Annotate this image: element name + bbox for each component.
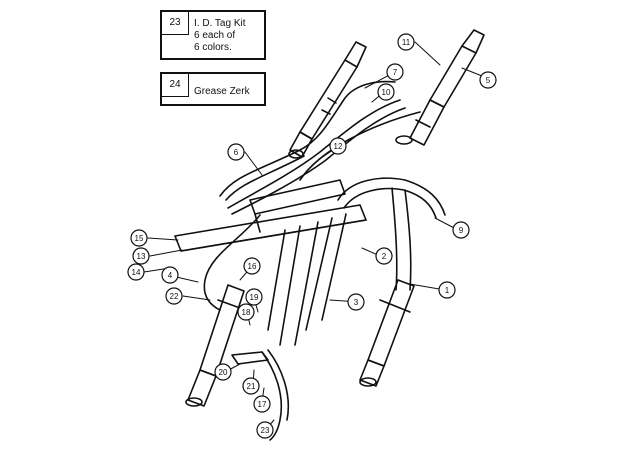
callout-circle — [127, 263, 145, 281]
callout-c1: 1 — [438, 281, 456, 299]
callout-label: 10 — [382, 88, 391, 97]
callout-c3: 3 — [347, 293, 365, 311]
callout-label: 19 — [250, 293, 259, 302]
callout-label: 16 — [248, 262, 257, 271]
callout-label: 4 — [168, 271, 173, 280]
lower-right-cylinder — [359, 279, 415, 387]
callout-c21: 21 — [242, 377, 260, 395]
callout-c2: 2 — [375, 247, 393, 265]
callout-label: 13 — [137, 252, 146, 261]
lower-left-cylinder — [185, 284, 245, 407]
callout-c13: 13 — [132, 247, 150, 265]
callout-circle — [329, 137, 347, 155]
callout-label: 12 — [334, 142, 343, 151]
callout-label: 5 — [486, 76, 491, 85]
callout-label: 1 — [445, 286, 450, 295]
callout-circle — [214, 363, 232, 381]
callout-label: 17 — [258, 400, 267, 409]
callout-label: 2 — [382, 252, 387, 261]
callout-circle — [452, 221, 470, 239]
callout-circle — [237, 303, 255, 321]
callout-c7: 7 — [386, 63, 404, 81]
callout-circle — [253, 395, 271, 413]
callout-label: 14 — [132, 268, 141, 277]
legend-number: 23 — [162, 12, 189, 35]
callout-label: 22 — [170, 292, 179, 301]
callout-circle — [375, 247, 393, 265]
callout-c9: 9 — [452, 221, 470, 239]
callout-circle — [227, 143, 245, 161]
callout-circle — [438, 281, 456, 299]
callout-circle — [397, 33, 415, 51]
callout-c14: 14 — [127, 263, 145, 281]
callout-c11a: 11 — [397, 33, 415, 51]
callout-c20: 20 — [214, 363, 232, 381]
legend-description: I. D. Tag Kit 6 each of 6 colors. — [194, 18, 246, 53]
callout-c6: 6 — [227, 143, 245, 161]
callout-label: 21 — [247, 382, 256, 391]
callout-circle — [347, 293, 365, 311]
callout-label: 6 — [234, 148, 239, 157]
callout-label: 18 — [242, 308, 251, 317]
loop-hose — [337, 177, 446, 291]
vertical-rods — [203, 213, 347, 346]
valve-bank — [174, 179, 367, 252]
callout-c16: 16 — [243, 257, 261, 275]
callout-label: 9 — [459, 226, 464, 235]
callout-c4: 4 — [161, 266, 179, 284]
callout-circle — [386, 63, 404, 81]
callout-circle — [132, 247, 150, 265]
callout-c18: 18 — [237, 303, 255, 321]
callout-circle — [161, 266, 179, 284]
callout-circle — [242, 377, 260, 395]
legend-number: 24 — [162, 74, 189, 97]
upper-hoses — [219, 80, 421, 215]
callout-c15: 15 — [130, 229, 148, 247]
callout-circle — [256, 421, 274, 439]
legend-description: Grease Zerk — [194, 86, 250, 97]
callout-label: 23 — [261, 426, 270, 435]
callout-circle — [377, 83, 395, 101]
upper-left-cylinder — [288, 41, 367, 159]
bracket-and-tube — [231, 349, 290, 441]
callout-circle — [479, 71, 497, 89]
callout-c10: 10 — [377, 83, 395, 101]
callout-label: 11 — [402, 38, 411, 47]
callout-c17: 17 — [253, 395, 271, 413]
callout-label: 15 — [135, 234, 144, 243]
callout-circle — [243, 257, 261, 275]
legend-box-grease-zerk: 24 Grease Zerk — [160, 72, 266, 106]
callout-c12: 12 — [329, 137, 347, 155]
callout-label: 20 — [219, 368, 228, 377]
callout-circle — [245, 288, 263, 306]
callout-c5a: 5 — [479, 71, 497, 89]
callout-c19: 19 — [245, 288, 263, 306]
callout-circle — [165, 287, 183, 305]
callout-label: 7 — [393, 68, 398, 77]
callout-label: 3 — [354, 298, 359, 307]
callout-c22: 22 — [165, 287, 183, 305]
legend-box-tag-kit: 23 I. D. Tag Kit 6 each of 6 colors. — [160, 10, 266, 60]
upper-right-cylinder — [395, 29, 485, 146]
callout-circle — [130, 229, 148, 247]
callout-c23: 23 — [256, 421, 274, 439]
